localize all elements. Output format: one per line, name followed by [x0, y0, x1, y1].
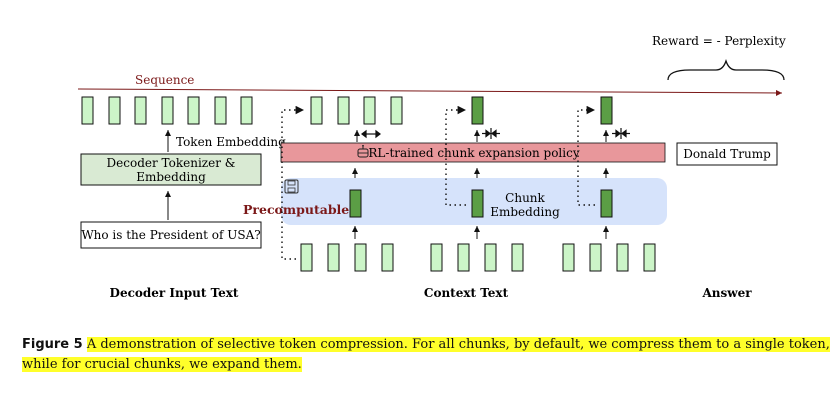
- chunk-embedding-token: [471, 189, 484, 218]
- answer-box-text: Donald Trump: [683, 147, 771, 161]
- decoder-token: [81, 96, 94, 125]
- caption-label: Figure 5: [22, 337, 83, 352]
- context-token: [327, 243, 340, 272]
- expand-symbol: [361, 129, 381, 139]
- context-token: [430, 243, 443, 272]
- chunk-embedding-label-2: Embedding: [490, 205, 560, 219]
- decoder-token: [134, 96, 147, 125]
- chunk-embedding-token: [349, 189, 362, 218]
- context-token: [562, 243, 575, 272]
- context-token: [511, 243, 524, 272]
- compressed-token: [471, 96, 484, 125]
- compress-symbol: [482, 128, 500, 139]
- precomputable-label: Precomputable: [243, 202, 349, 217]
- context-token: [457, 243, 470, 272]
- decoder-token: [240, 96, 253, 125]
- expanded-token: [363, 96, 376, 125]
- robot-icon: [357, 144, 369, 158]
- context-token: [381, 243, 394, 272]
- expanded-token: [337, 96, 350, 125]
- decoder-tokenizer-label-1: Decoder Tokenizer &: [107, 156, 236, 170]
- section-answer-label: Answer: [701, 286, 752, 300]
- sequence-label: Sequence: [135, 73, 194, 87]
- context-token: [643, 243, 656, 272]
- expanded-token: [310, 96, 323, 125]
- decoder-token: [187, 96, 200, 125]
- token-embedding-label: Token Embedding: [176, 135, 286, 149]
- expanded-token-row: [310, 96, 403, 125]
- decoder-tokenizer-label-2: Embedding: [136, 170, 206, 184]
- context-token: [616, 243, 629, 272]
- decoder-token: [161, 96, 174, 125]
- decoder-tokenizer-box: [80, 153, 262, 186]
- figure-caption: Figure 5 A demonstration of selective to…: [22, 335, 830, 375]
- answer-box: [676, 142, 778, 166]
- section-context-label: Context Text: [424, 286, 509, 300]
- context-token: [484, 243, 497, 272]
- answer-brace: [667, 58, 785, 81]
- expanded-token: [390, 96, 403, 125]
- chunk-embedding-label-1: Chunk: [505, 191, 545, 205]
- chunk-embedding-token: [600, 189, 613, 218]
- disk-icon: [284, 179, 299, 194]
- section-decoder-label: Decoder Input Text: [110, 286, 239, 300]
- policy-label: RL-trained chunk expansion policy: [368, 146, 579, 160]
- compress-symbol: [612, 128, 630, 139]
- figure-diagram: Reward = - Perplexity Sequence Token Emb…: [77, 34, 786, 300]
- decoder-token: [108, 96, 121, 125]
- context-token: [589, 243, 602, 272]
- dotted-connector: [445, 105, 466, 206]
- sequence-arrow: [77, 88, 783, 96]
- decoder-token-row: [81, 96, 253, 125]
- reward-label: Reward = - Perplexity: [652, 34, 786, 48]
- context-token: [354, 243, 367, 272]
- context-token: [300, 243, 313, 272]
- question-box: [80, 221, 262, 249]
- context-token-row: [300, 243, 656, 272]
- caption-text: A demonstration of selective token compr…: [22, 337, 830, 372]
- policy-bar: [280, 142, 666, 163]
- dotted-connector: [577, 105, 595, 206]
- compressed-token: [600, 96, 613, 125]
- question-text: Who is the President of USA?: [81, 228, 260, 242]
- decoder-token: [214, 96, 227, 125]
